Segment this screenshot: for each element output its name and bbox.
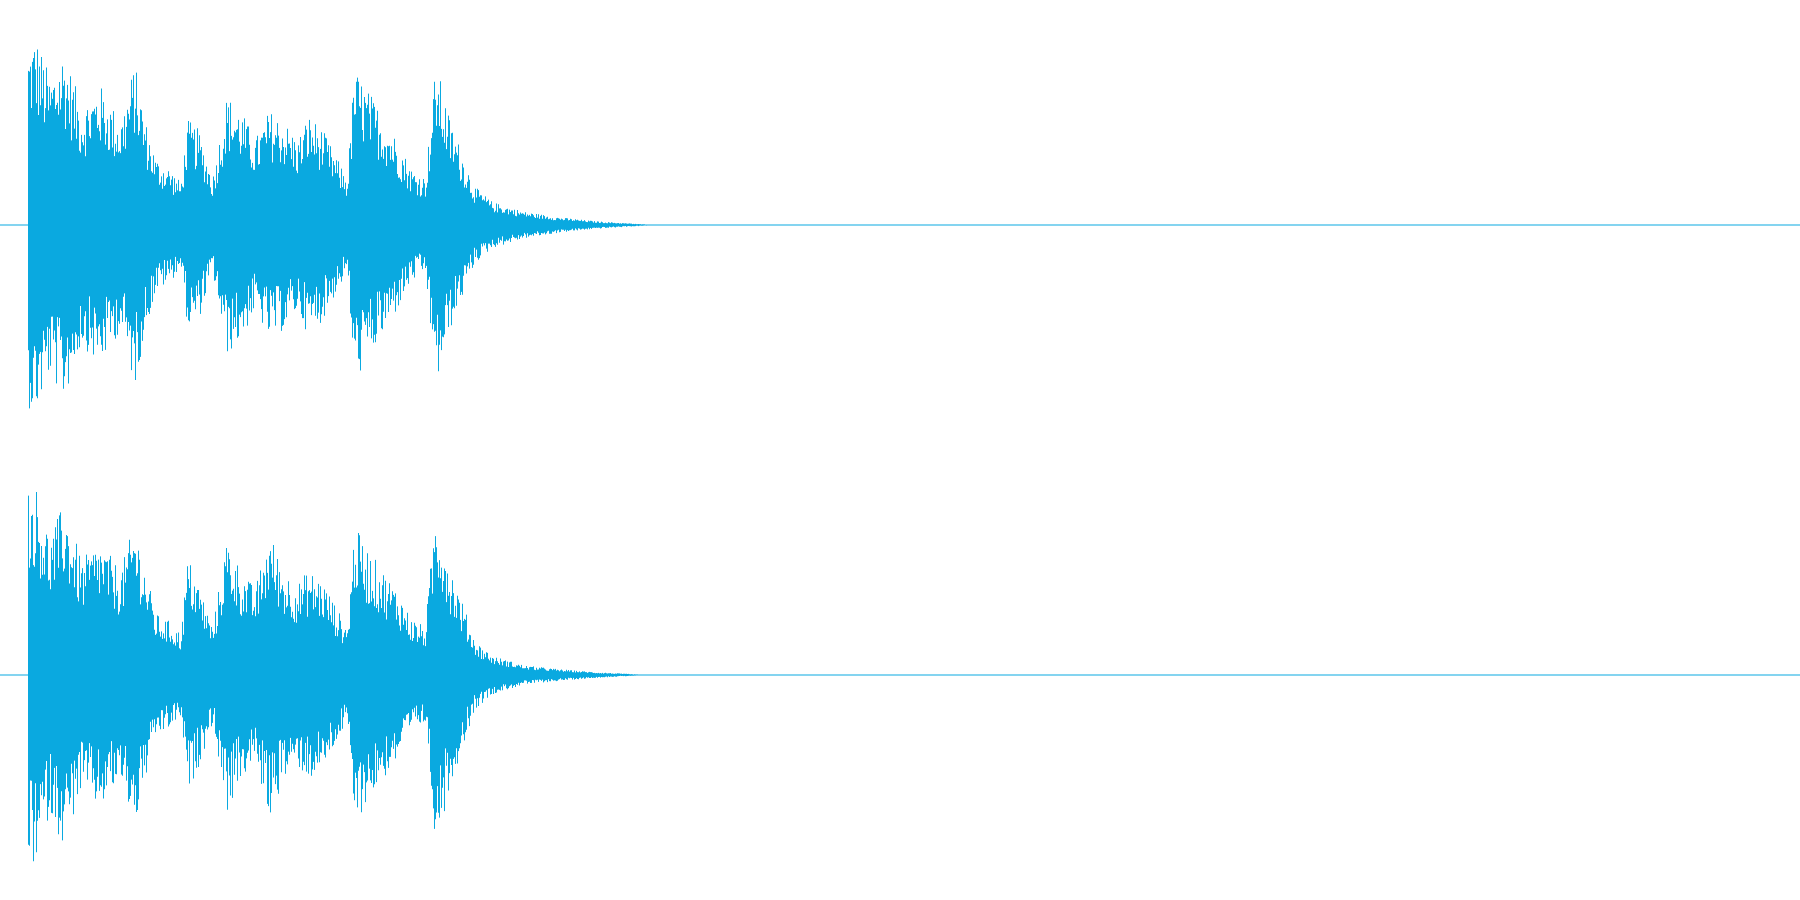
channel-2-waveform xyxy=(0,450,1800,900)
channel-1-waveform xyxy=(0,49,1800,409)
channel-2-wave-path xyxy=(28,492,642,862)
channel-1-wave-path xyxy=(28,49,651,409)
